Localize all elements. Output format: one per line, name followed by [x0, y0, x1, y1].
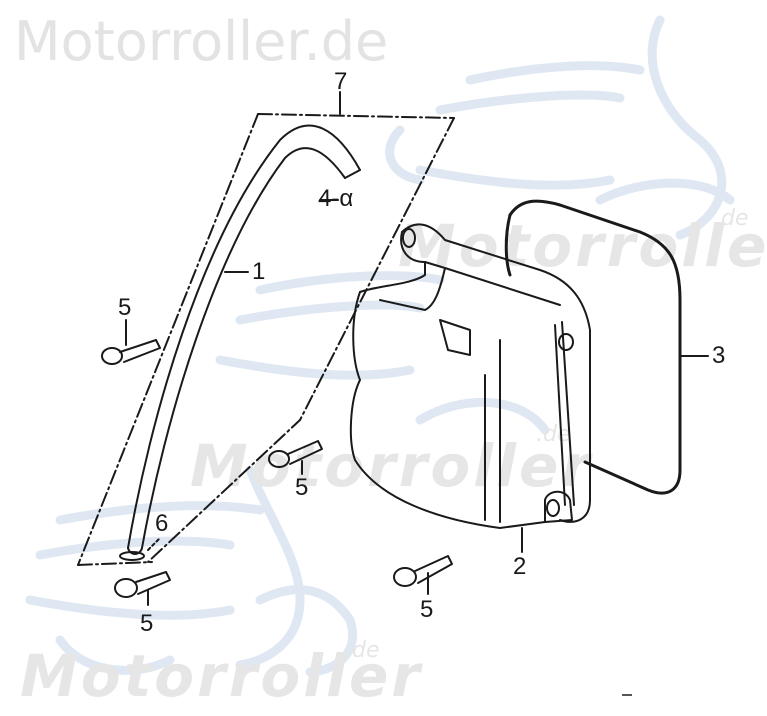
bolt-center	[268, 440, 323, 468]
bolt-lower-right	[393, 555, 453, 587]
watermark-bottom: Motorroller	[20, 642, 423, 710]
callout-1: 1	[252, 258, 266, 285]
watermark-top: Motorroller.de	[14, 10, 389, 73]
callout-5-center: 5	[295, 474, 309, 501]
assembly-7-outline	[77, 113, 455, 566]
leader-6	[147, 537, 161, 551]
callout-7: 7	[334, 68, 348, 95]
cover-gasket	[504, 199, 682, 495]
bolt-upper-left	[101, 339, 161, 365]
watermark-center: Motorroller	[190, 432, 593, 500]
callout-5-upper-left: 5	[118, 294, 132, 321]
callout-6: 6	[155, 510, 169, 537]
callout-3: 3	[712, 342, 726, 369]
cylinder-head-cover	[349, 223, 591, 529]
watermark-de-center: .de	[536, 422, 571, 447]
hose-clip	[119, 551, 145, 561]
watermark-de-bottom: .de	[345, 638, 380, 663]
callout-5-lower-right: 5	[420, 596, 434, 623]
breather-hose	[127, 124, 361, 555]
bolt-lower-left	[114, 571, 171, 598]
callout-4: 4-α	[318, 185, 354, 212]
callout-2: 2	[513, 553, 527, 580]
watermark-mid-right: Motorroller	[398, 212, 767, 280]
callout-5-lower-left: 5	[140, 610, 154, 637]
watermark-de-mid-right: .de	[714, 206, 749, 231]
